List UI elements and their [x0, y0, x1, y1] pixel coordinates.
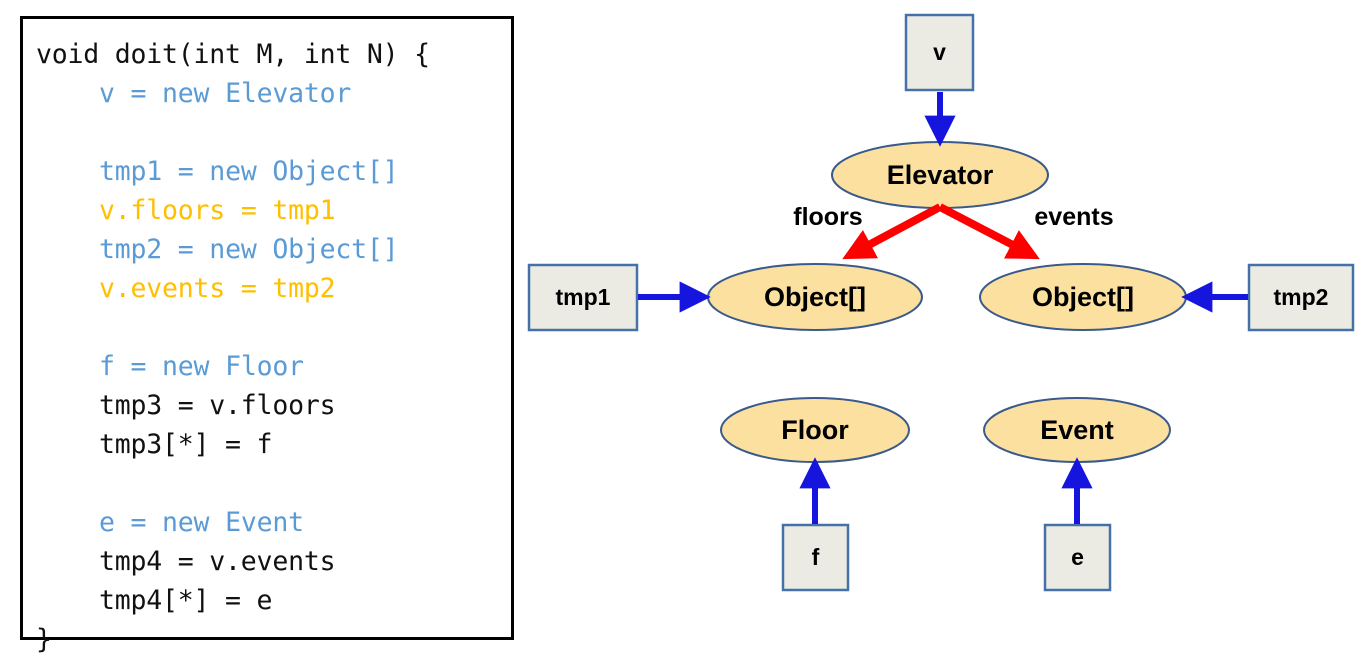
variable-node-e[interactable] — [1043, 523, 1112, 592]
code-line: tmp3 = v.floors — [36, 386, 430, 425]
code-line: v.floors = tmp1 — [36, 191, 430, 230]
object-node-elevator[interactable] — [831, 141, 1049, 209]
code-token — [36, 156, 99, 187]
object-node-objarr1[interactable] — [707, 263, 923, 331]
code-line: } — [36, 620, 430, 655]
code-token: f = new Floor — [99, 351, 304, 382]
code-token — [36, 507, 99, 538]
code-line: tmp4 = v.events — [36, 542, 430, 581]
code-line: tmp3[*] = f — [36, 425, 430, 464]
code-line: void doit(int M, int N) { — [36, 35, 430, 74]
variable-node-tmp2[interactable] — [1247, 263, 1355, 332]
code-token — [36, 234, 99, 265]
code-token: e = new Event — [99, 507, 304, 538]
code-token: tmp4 = v.events — [36, 546, 336, 577]
code-token — [36, 273, 99, 304]
code-token — [36, 78, 99, 109]
code-token: tmp2 = new Object[] — [99, 234, 399, 265]
code-line: tmp4[*] = e — [36, 581, 430, 620]
code-token: tmp3 = v.floors — [36, 390, 336, 421]
object-node-objarr2[interactable] — [979, 263, 1187, 331]
code-line: f = new Floor — [36, 347, 430, 386]
field-edge-events — [938, 203, 1040, 260]
code-listing: void doit(int M, int N) { v = new Elevat… — [36, 35, 430, 655]
code-line: tmp1 = new Object[] — [36, 152, 430, 191]
field-edge-floors — [842, 203, 942, 260]
code-token — [36, 351, 99, 382]
code-line: v.events = tmp2 — [36, 269, 430, 308]
code-token: } — [36, 624, 52, 655]
code-token: v.events = tmp2 — [99, 273, 336, 304]
code-line — [36, 113, 430, 152]
code-line — [36, 308, 430, 347]
code-line: e = new Event — [36, 503, 430, 542]
code-line: v = new Elevator — [36, 74, 430, 113]
object-node-event[interactable] — [983, 397, 1171, 463]
code-panel: void doit(int M, int N) { v = new Elevat… — [20, 16, 514, 655]
code-token: v.floors = tmp1 — [99, 195, 336, 226]
variable-node-f[interactable] — [781, 523, 850, 592]
code-token: tmp3[*] = f — [36, 429, 273, 460]
points-to-graph: Elevator Object[] Object[] Floor Event v… — [520, 0, 1358, 655]
code-token — [36, 195, 99, 226]
code-token: v = new Elevator — [99, 78, 352, 109]
variable-node-tmp1[interactable] — [527, 263, 639, 332]
code-token: void doit(int M, int N) { — [36, 39, 430, 70]
variable-node-v[interactable] — [904, 13, 975, 92]
object-node-floor[interactable] — [720, 397, 910, 463]
code-token: tmp1 = new Object[] — [99, 156, 399, 187]
code-token: tmp4[*] = e — [36, 585, 273, 616]
graph-canvas — [527, 13, 1355, 592]
code-line — [36, 464, 430, 503]
code-line: tmp2 = new Object[] — [36, 230, 430, 269]
